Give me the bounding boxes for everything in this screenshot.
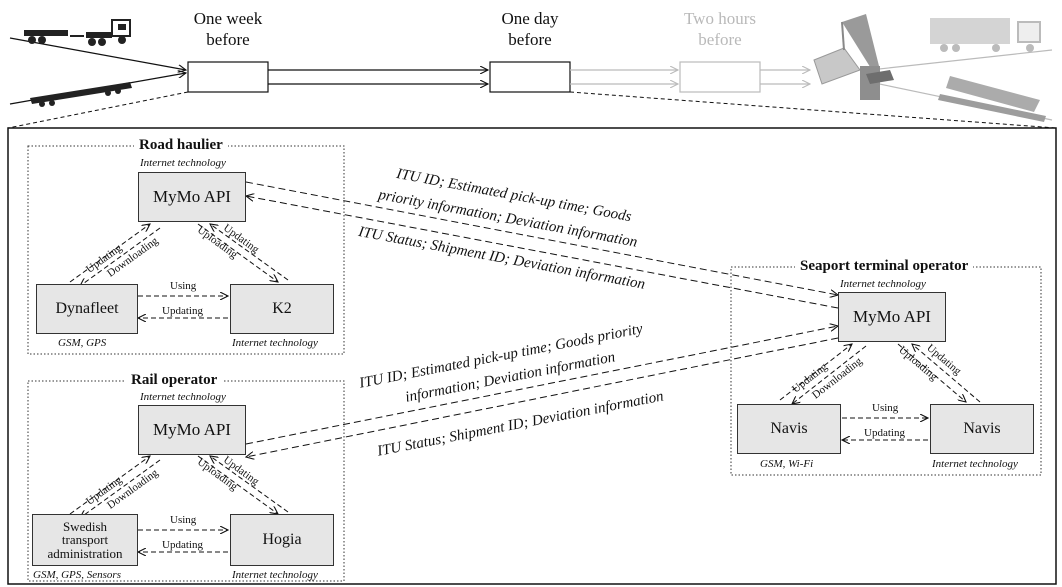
timeline (7, 37, 1057, 129)
rail-operator-arrows (69, 456, 289, 552)
road-using-label: Using (170, 280, 197, 292)
cross-flows (246, 181, 838, 457)
dynafleet-box: Dynafleet (36, 284, 138, 334)
seaport-using-label: Using (872, 402, 899, 414)
zoom-line-left (7, 91, 189, 129)
rail-updating-label: Updating (162, 539, 203, 551)
k2-note: Internet technology (232, 337, 318, 349)
rail-using-label: Using (170, 514, 197, 526)
truck-outbound-line (869, 49, 1053, 71)
phase-label-hours: Two hours before (683, 9, 756, 49)
hogia-box: Hogia (230, 514, 334, 566)
seaport-arrows (779, 344, 981, 440)
road-haulier-arrows (69, 224, 289, 318)
sta-note: GSM, GPS, Sensors (33, 569, 121, 581)
seaport-api-box: MyMo API (838, 292, 946, 342)
phase-box-day (489, 61, 571, 93)
seaport-title: Seaport terminal operator (795, 258, 974, 275)
faded-truck-icon (930, 18, 1041, 52)
crane-icon (813, 14, 894, 100)
swedish-transport-administration-box: Swedish transport administration (32, 514, 138, 566)
navis-right-note: Internet technology (932, 458, 1018, 470)
rail-operator-api-note: Internet technology (140, 391, 226, 403)
truck-inbound-line (9, 37, 186, 70)
dynafleet-note: GSM, GPS (58, 337, 107, 349)
road-haulier-api-note: Internet technology (140, 157, 226, 169)
hogia-note: Internet technology (232, 569, 318, 581)
seaport-updating-label: Updating (864, 427, 905, 439)
faded-rail-wagon-icon (938, 76, 1046, 122)
phase-box-week (187, 61, 269, 93)
navis-left-box: Navis (737, 404, 841, 454)
rail-wagon-icon (30, 82, 132, 107)
phase-label-day: One day before (501, 9, 559, 49)
navis-left-note: GSM, Wi-Fi (760, 458, 814, 470)
k2-box: K2 (230, 284, 334, 334)
phase-box-hours (679, 61, 761, 93)
zoom-line-right (569, 91, 1057, 129)
detail-frame (7, 127, 1057, 585)
rail-operator-api-box: MyMo API (138, 405, 246, 455)
road-haulier-api-box: MyMo API (138, 172, 246, 222)
road-updating-label: Updating (162, 305, 203, 317)
rail-operator-title: Rail operator (126, 372, 223, 389)
phase-label-week: One week before (193, 9, 263, 49)
navis-right-box: Navis (930, 404, 1034, 454)
truck-icon (24, 19, 131, 46)
seaport-api-note: Internet technology (840, 278, 926, 290)
road-haulier-title: Road haulier (134, 137, 228, 154)
